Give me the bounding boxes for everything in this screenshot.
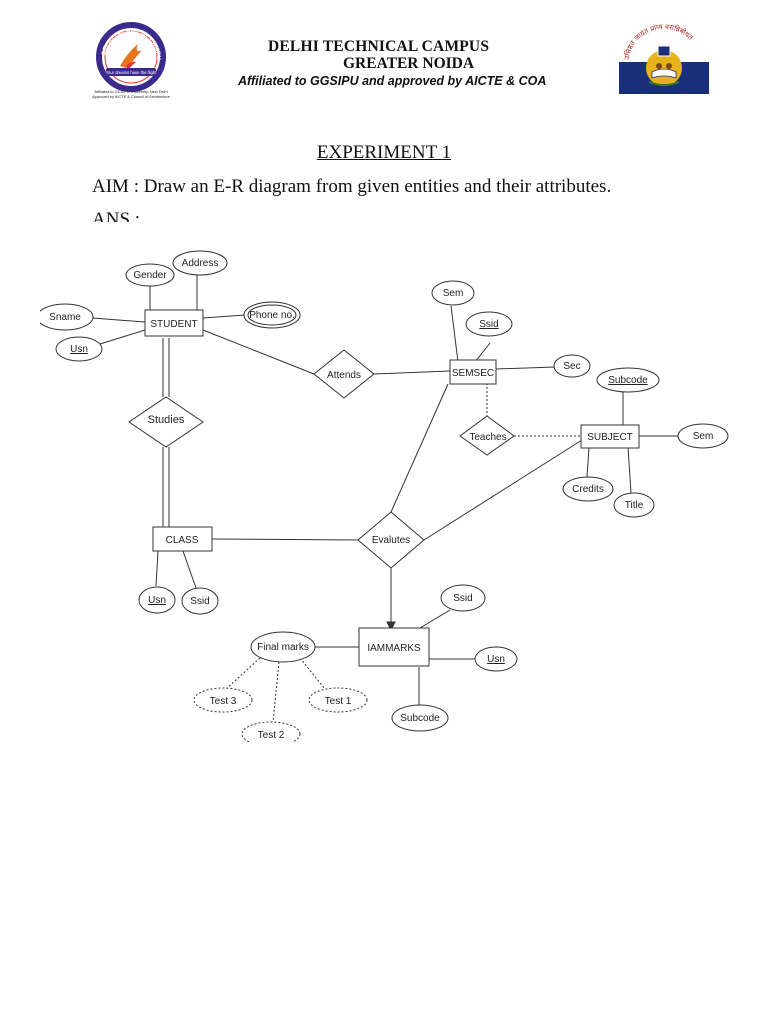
entity-class [152, 526, 213, 552]
relationship-studies [128, 396, 204, 448]
entity-iammarks-label: IAMMARKS [367, 643, 421, 654]
attr-gender-label: Gender [133, 270, 167, 281]
entity-student-label: STUDENT [150, 319, 197, 330]
document-header: DELHI TECHNICAL CAMPUS Your dreams have … [0, 0, 768, 120]
university-emblem-icon [646, 45, 682, 86]
attr-sem-semsec [431, 280, 475, 306]
entity-subject [580, 424, 640, 449]
attr-sec [553, 354, 591, 378]
attr-ssid-iammarks-label: Ssid [453, 593, 472, 604]
bird-logo-icon [120, 44, 142, 70]
attr-test2 [241, 721, 301, 742]
relationship-evalutes [357, 511, 425, 569]
attr-usn-class-label: Usn [148, 595, 166, 606]
attr-subcode-iammarks-label: Subcode [400, 713, 440, 724]
attr-usn-student-label: Usn [70, 344, 88, 355]
attr-subcode-subject-label: Subcode [608, 375, 648, 386]
attr-test1 [308, 687, 368, 713]
attr-ssid-class [181, 587, 219, 615]
entity-class-label: CLASS [166, 535, 199, 546]
attr-test2-label: Test 2 [258, 730, 285, 741]
attr-ssid-class-label: Ssid [190, 596, 209, 607]
attr-subcode-iammarks [391, 704, 449, 732]
experiment-title: EXPERIMENT 1 [316, 142, 452, 163]
attr-test3-label: Test 3 [210, 696, 237, 707]
relationship-attends-label: Attends [327, 370, 361, 381]
attr-ssid-iammarks [440, 584, 486, 612]
attr-usn-iammarks [474, 646, 518, 672]
attr-gender [125, 263, 175, 287]
affiliation-line: Affiliated to GGSIPU and approved by AIC… [238, 74, 547, 88]
attr-final-marks [250, 631, 316, 663]
attr-test1-label: Test 1 [325, 696, 352, 707]
attr-address-label: Address [182, 258, 219, 269]
attr-sname-label: Sname [49, 312, 81, 323]
attr-title [613, 492, 655, 518]
attr-title-label: Title [625, 500, 644, 511]
relationship-teaches [459, 415, 515, 456]
entity-iammarks [358, 627, 430, 667]
attr-ssid-semsec-label: Ssid [479, 319, 498, 330]
entity-student [144, 309, 204, 337]
attr-credits-label: Credits [572, 484, 604, 495]
attr-usn-iammarks-label: Usn [487, 654, 505, 665]
attr-subcode-subject [596, 367, 660, 393]
attr-usn-student [55, 336, 103, 362]
entity-semsec [449, 359, 497, 385]
relationship-evalutes-label: Evalutes [372, 535, 410, 546]
logo-caption-line1: Affiliated to GGSIPU University, New Del… [94, 89, 167, 94]
institute-name: DELHI TECHNICAL CAMPUS [268, 38, 490, 55]
attr-credits [562, 476, 614, 502]
attr-sem-subject-label: Sem [693, 431, 714, 442]
university-logo: उत्तिष्ठत जाग्रत प्राप्य वरान्निबोधत [619, 23, 709, 94]
college-logo: DELHI TECHNICAL CAMPUS Your dreams have … [76, 22, 170, 99]
attr-ssid-semsec [465, 311, 513, 337]
attr-final-marks-label: Final marks [257, 642, 309, 653]
attr-sem-semsec-label: Sem [443, 288, 464, 299]
logo-caption-line2: Approved by AICTE & Council of Architect… [92, 94, 170, 99]
attr-sec-label: Sec [563, 361, 580, 372]
relationship-studies-label: Studies [148, 414, 185, 426]
aim-text: AIM : Draw an E-R diagram from given ent… [92, 176, 612, 197]
connector-lines [92, 275, 678, 723]
relationship-teaches-label: Teaches [469, 432, 506, 443]
attr-sname [40, 303, 94, 331]
attr-sem-subject [677, 423, 729, 449]
attr-phone-label: Phone no. [249, 310, 295, 321]
entity-semsec-label: SEMSEC [452, 368, 494, 379]
er-diagram: STUDENT SEMSEC SUBJECT CLASS IAMMARKS At… [40, 222, 735, 742]
ans-label: ANS : [92, 209, 141, 222]
attr-test3 [193, 687, 253, 713]
attr-address [172, 250, 228, 276]
institute-city: GREATER NOIDA [343, 55, 475, 72]
relationship-attends [313, 349, 375, 399]
logo-ribbon-text: Your dreams have the flight [106, 70, 158, 75]
attr-usn-class [138, 586, 176, 614]
entity-subject-label: SUBJECT [587, 432, 633, 443]
